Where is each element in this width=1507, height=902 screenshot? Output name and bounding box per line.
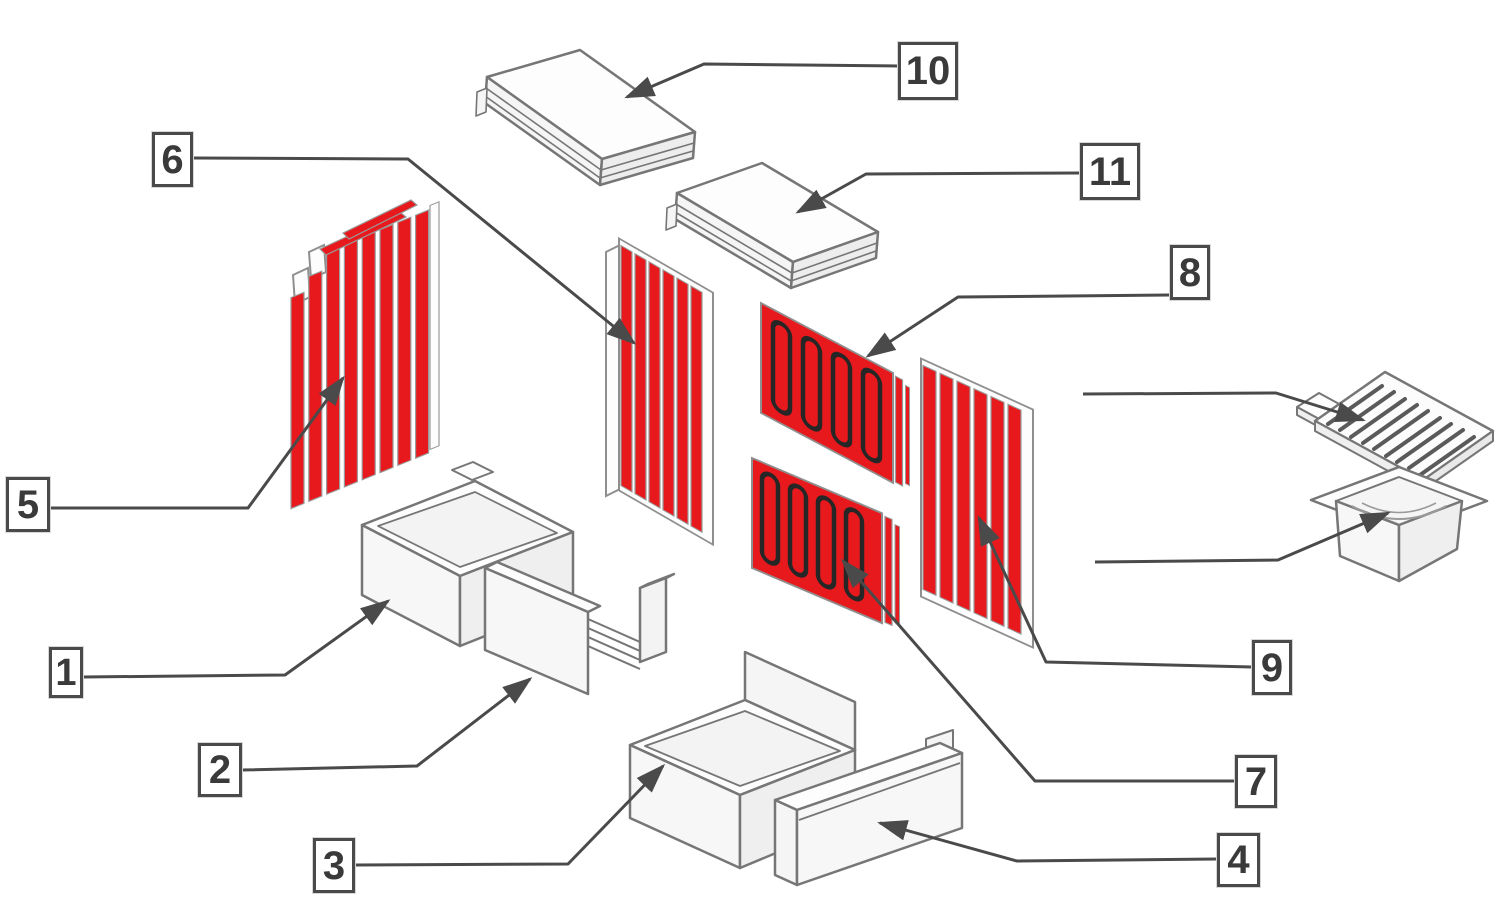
part-label-8: 8 <box>1170 245 1210 300</box>
part-4-front-tray <box>773 729 964 887</box>
part-2-channel-tray <box>483 560 676 696</box>
part-label-7: 7 <box>1235 755 1277 808</box>
part-label-10: 10 <box>898 42 958 100</box>
part-9-side-panel-right <box>920 357 1034 650</box>
leader-line-6 <box>192 156 637 345</box>
leader-line-2 <box>241 677 533 772</box>
part-1-base-tray <box>360 461 575 648</box>
leader-line-9 <box>977 515 1253 669</box>
part-6-rear-panel-left <box>605 236 714 547</box>
leader-line-10 <box>624 62 899 99</box>
leader-line-grate <box>1082 391 1366 423</box>
part-label-3: 3 <box>313 838 355 893</box>
part-10-baffle-plate-upper <box>475 48 697 187</box>
leader-line-7 <box>841 558 1235 783</box>
part-label-2: 2 <box>198 743 242 797</box>
part-ash-pan <box>1309 465 1489 583</box>
part-11-baffle-plate-lower <box>665 161 880 290</box>
leader-line-5 <box>50 375 345 510</box>
part-label-9: 9 <box>1252 640 1292 695</box>
leader-line-ash-pan <box>1094 511 1391 564</box>
part-label-1: 1 <box>49 647 83 698</box>
part-label-5: 5 <box>6 477 50 532</box>
part-label-11: 11 <box>1080 143 1140 200</box>
part-5-side-panel-left <box>290 199 440 510</box>
leader-line-3 <box>354 763 666 867</box>
part-label-4: 4 <box>1217 833 1260 887</box>
part-label-6: 6 <box>152 132 193 187</box>
leader-line-11 <box>795 171 1081 214</box>
part-7-rear-panel-lower-right <box>751 456 900 627</box>
leader-line-4 <box>877 820 1218 863</box>
leader-line-8 <box>865 293 1171 358</box>
leader-line-1 <box>82 599 391 679</box>
part-8-rear-panel-upper-right <box>760 301 910 487</box>
